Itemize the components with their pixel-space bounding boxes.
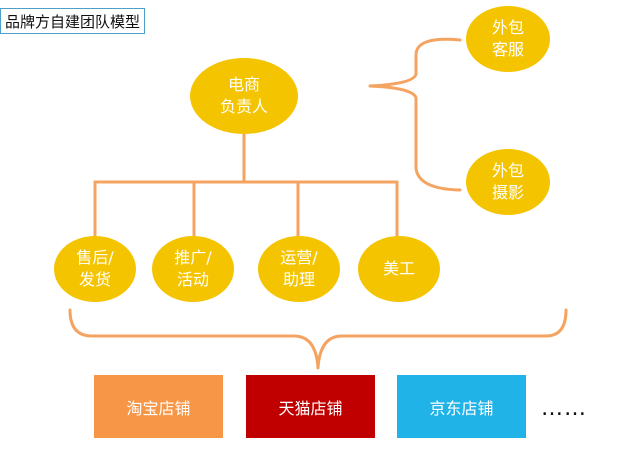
store-taobao: 淘宝店铺 (94, 375, 223, 438)
head-node: 电商 负责人 (190, 58, 298, 134)
role-node-aftersales: 售后/ 发货 (54, 236, 136, 302)
store-tmall: 天猫店铺 (246, 375, 375, 438)
store-brace (68, 308, 568, 370)
outsource-node-customer-service: 外包 客服 (466, 6, 550, 72)
outsource-node-photography: 外包 摄影 (466, 149, 550, 215)
role-node-designer: 美工 (358, 236, 440, 302)
diagram-title: 品牌方自建团队模型 (0, 8, 146, 34)
role-node-promotion: 推广/ 活动 (152, 236, 234, 302)
outsource-brace (368, 37, 462, 192)
store-jd: 京东店铺 (397, 375, 526, 438)
more-ellipsis: …… (541, 396, 587, 421)
role-node-operations: 运营/ 助理 (258, 236, 340, 302)
